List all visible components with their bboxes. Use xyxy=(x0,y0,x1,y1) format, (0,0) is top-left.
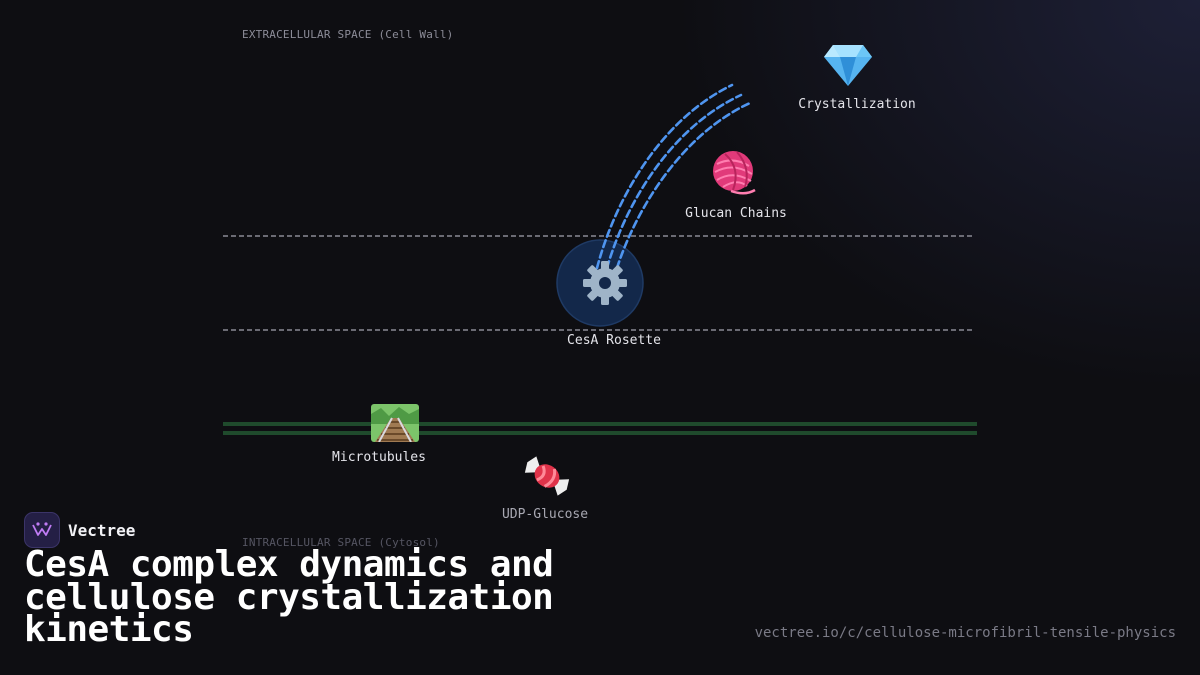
glucan-chains-label: Glucan Chains xyxy=(685,206,787,221)
extracellular-region-label: EXTRACELLULAR SPACE (Cell Wall) xyxy=(242,28,454,41)
microtubules-label: Microtubules xyxy=(332,450,426,465)
crystallization-label: Crystallization xyxy=(798,97,916,112)
railway-track-icon xyxy=(371,404,419,446)
source-url: vectree.io/c/cellulose-microfibril-tensi… xyxy=(754,625,1176,641)
page-title: CesA complex dynamics and cellulose crys… xyxy=(24,544,554,650)
intracellular-region-label: INTRACELLULAR SPACE (Cytosol) xyxy=(242,536,440,549)
vectree-logo-icon xyxy=(24,512,60,548)
yarn-icon xyxy=(711,150,759,202)
udp-glucose-label: UDP-Glucose xyxy=(501,507,589,522)
gear-icon xyxy=(582,260,628,310)
cesa-rosette-label: CesA Rosette xyxy=(567,333,661,348)
candy-icon xyxy=(521,452,573,504)
glucan-fiber-3 xyxy=(615,101,752,270)
brand: Vectree xyxy=(24,512,135,548)
gem-icon xyxy=(823,43,873,91)
glucan-fibers xyxy=(595,83,752,270)
glucan-fiber-1 xyxy=(595,83,734,270)
brand-name: Vectree xyxy=(68,520,136,540)
glucan-fiber-2 xyxy=(605,93,743,270)
